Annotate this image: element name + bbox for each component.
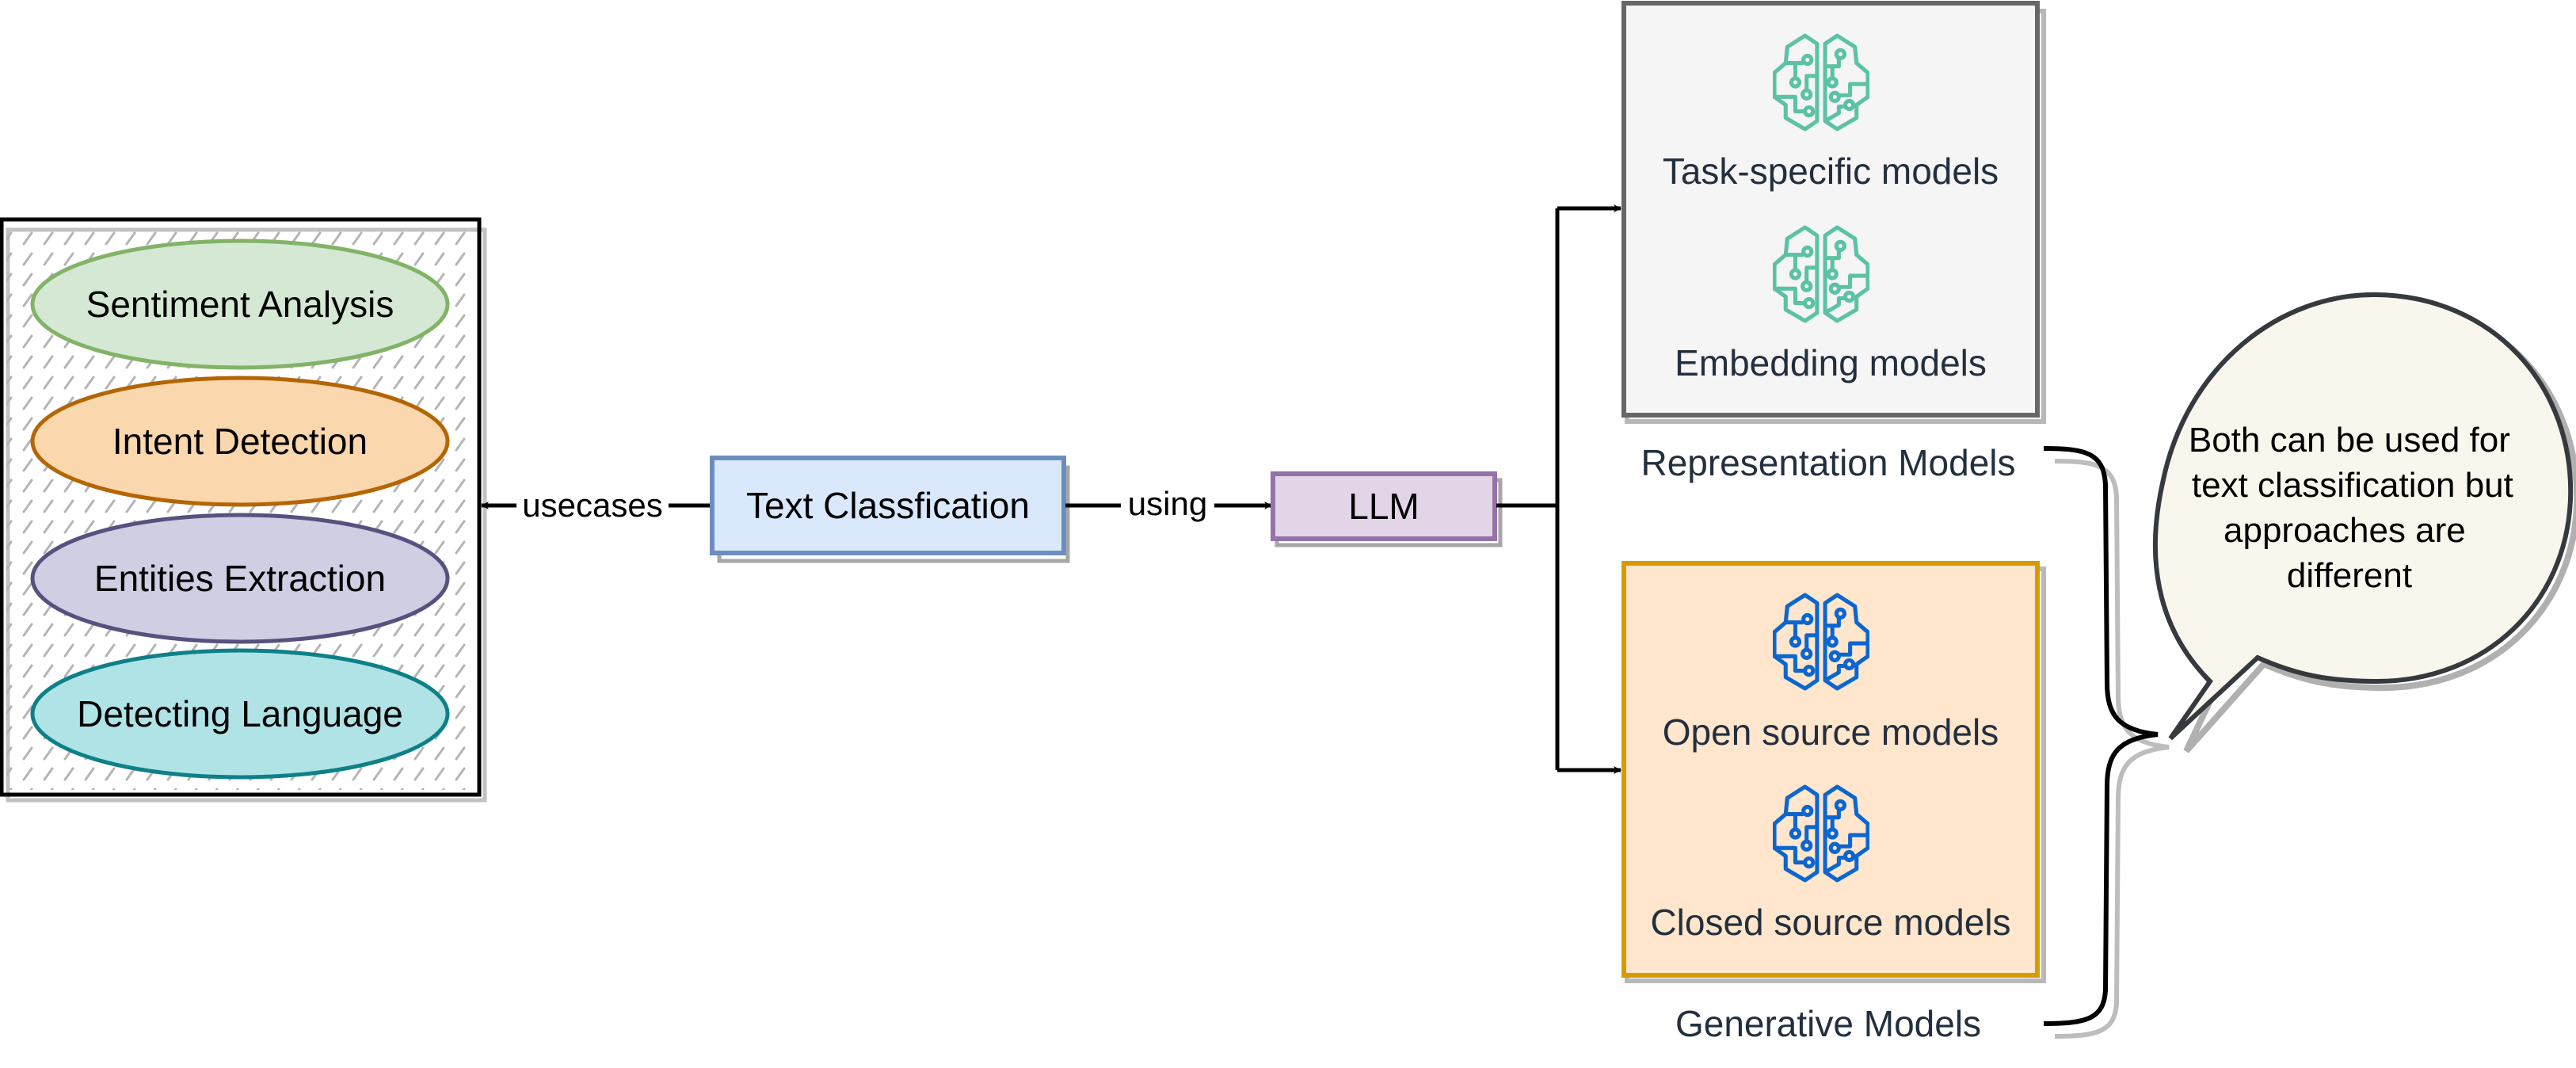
closed-source-models-label: Closed source models	[1650, 902, 2010, 943]
grouping-brace	[2043, 446, 2170, 1039]
open-source-models-label: Open source models	[1663, 711, 1999, 753]
use-case-ellipse	[30, 648, 450, 780]
callout-line: approaches are	[2224, 511, 2466, 550]
llm-split-connector[interactable]	[1496, 208, 1560, 770]
generative-models-group[interactable]: Open source models Closed source models	[1621, 561, 2046, 983]
use-case-label: Entities Extraction	[94, 558, 386, 599]
usecases-label-bg	[516, 483, 669, 528]
use-case-entities-extraction[interactable]: Entities Extraction	[30, 513, 450, 644]
use-case-label: Detecting Language	[77, 693, 403, 734]
llm-box	[1271, 471, 1497, 541]
use-cases-container-border	[0, 217, 482, 797]
use-case-detecting-language[interactable]: Detecting Language	[30, 648, 450, 780]
callout-line: text classification but	[2192, 466, 2513, 505]
callout-text: Both can be used for text classification…	[2189, 421, 2523, 595]
task-specific-models-label: Task-specific models	[1663, 151, 1999, 192]
representation-models-group[interactable]: Task-specific models Embedding models	[1621, 1, 2046, 424]
use-case-intent-detection[interactable]: Intent Detection	[30, 376, 450, 507]
text-classification-label: Text Classfication	[746, 485, 1030, 526]
use-case-label: Sentiment Analysis	[86, 284, 394, 325]
generative-models-title: Generative Models	[1675, 1003, 1981, 1044]
using-edge-label: using	[1128, 485, 1207, 522]
use-case-label: Intent Detection	[112, 421, 368, 462]
use-case-ellipse	[30, 376, 450, 507]
callout-shape	[2152, 292, 2574, 741]
callout-line: different	[2287, 556, 2412, 595]
callout-line: Both can be used for	[2189, 421, 2510, 460]
llm-node[interactable]: LLM	[1271, 471, 1503, 547]
llm-label: LLM	[1348, 486, 1419, 527]
use-case-ellipse	[30, 513, 450, 644]
use-case-ellipse	[30, 238, 450, 370]
using-label-bg	[1121, 483, 1214, 528]
callout-bubble[interactable]: Both can be used for text classification…	[2152, 292, 2576, 753]
text-classification-box	[710, 456, 1066, 555]
embedding-models-label: Embedding models	[1675, 342, 1987, 383]
use-case-sentiment-analysis[interactable]: Sentiment Analysis	[30, 238, 450, 370]
representation-models-title: Representation Models	[1640, 442, 2015, 483]
text-classification-node[interactable]: Text Classfication	[710, 456, 1070, 563]
usecases-edge-label: usecases	[522, 486, 662, 524]
